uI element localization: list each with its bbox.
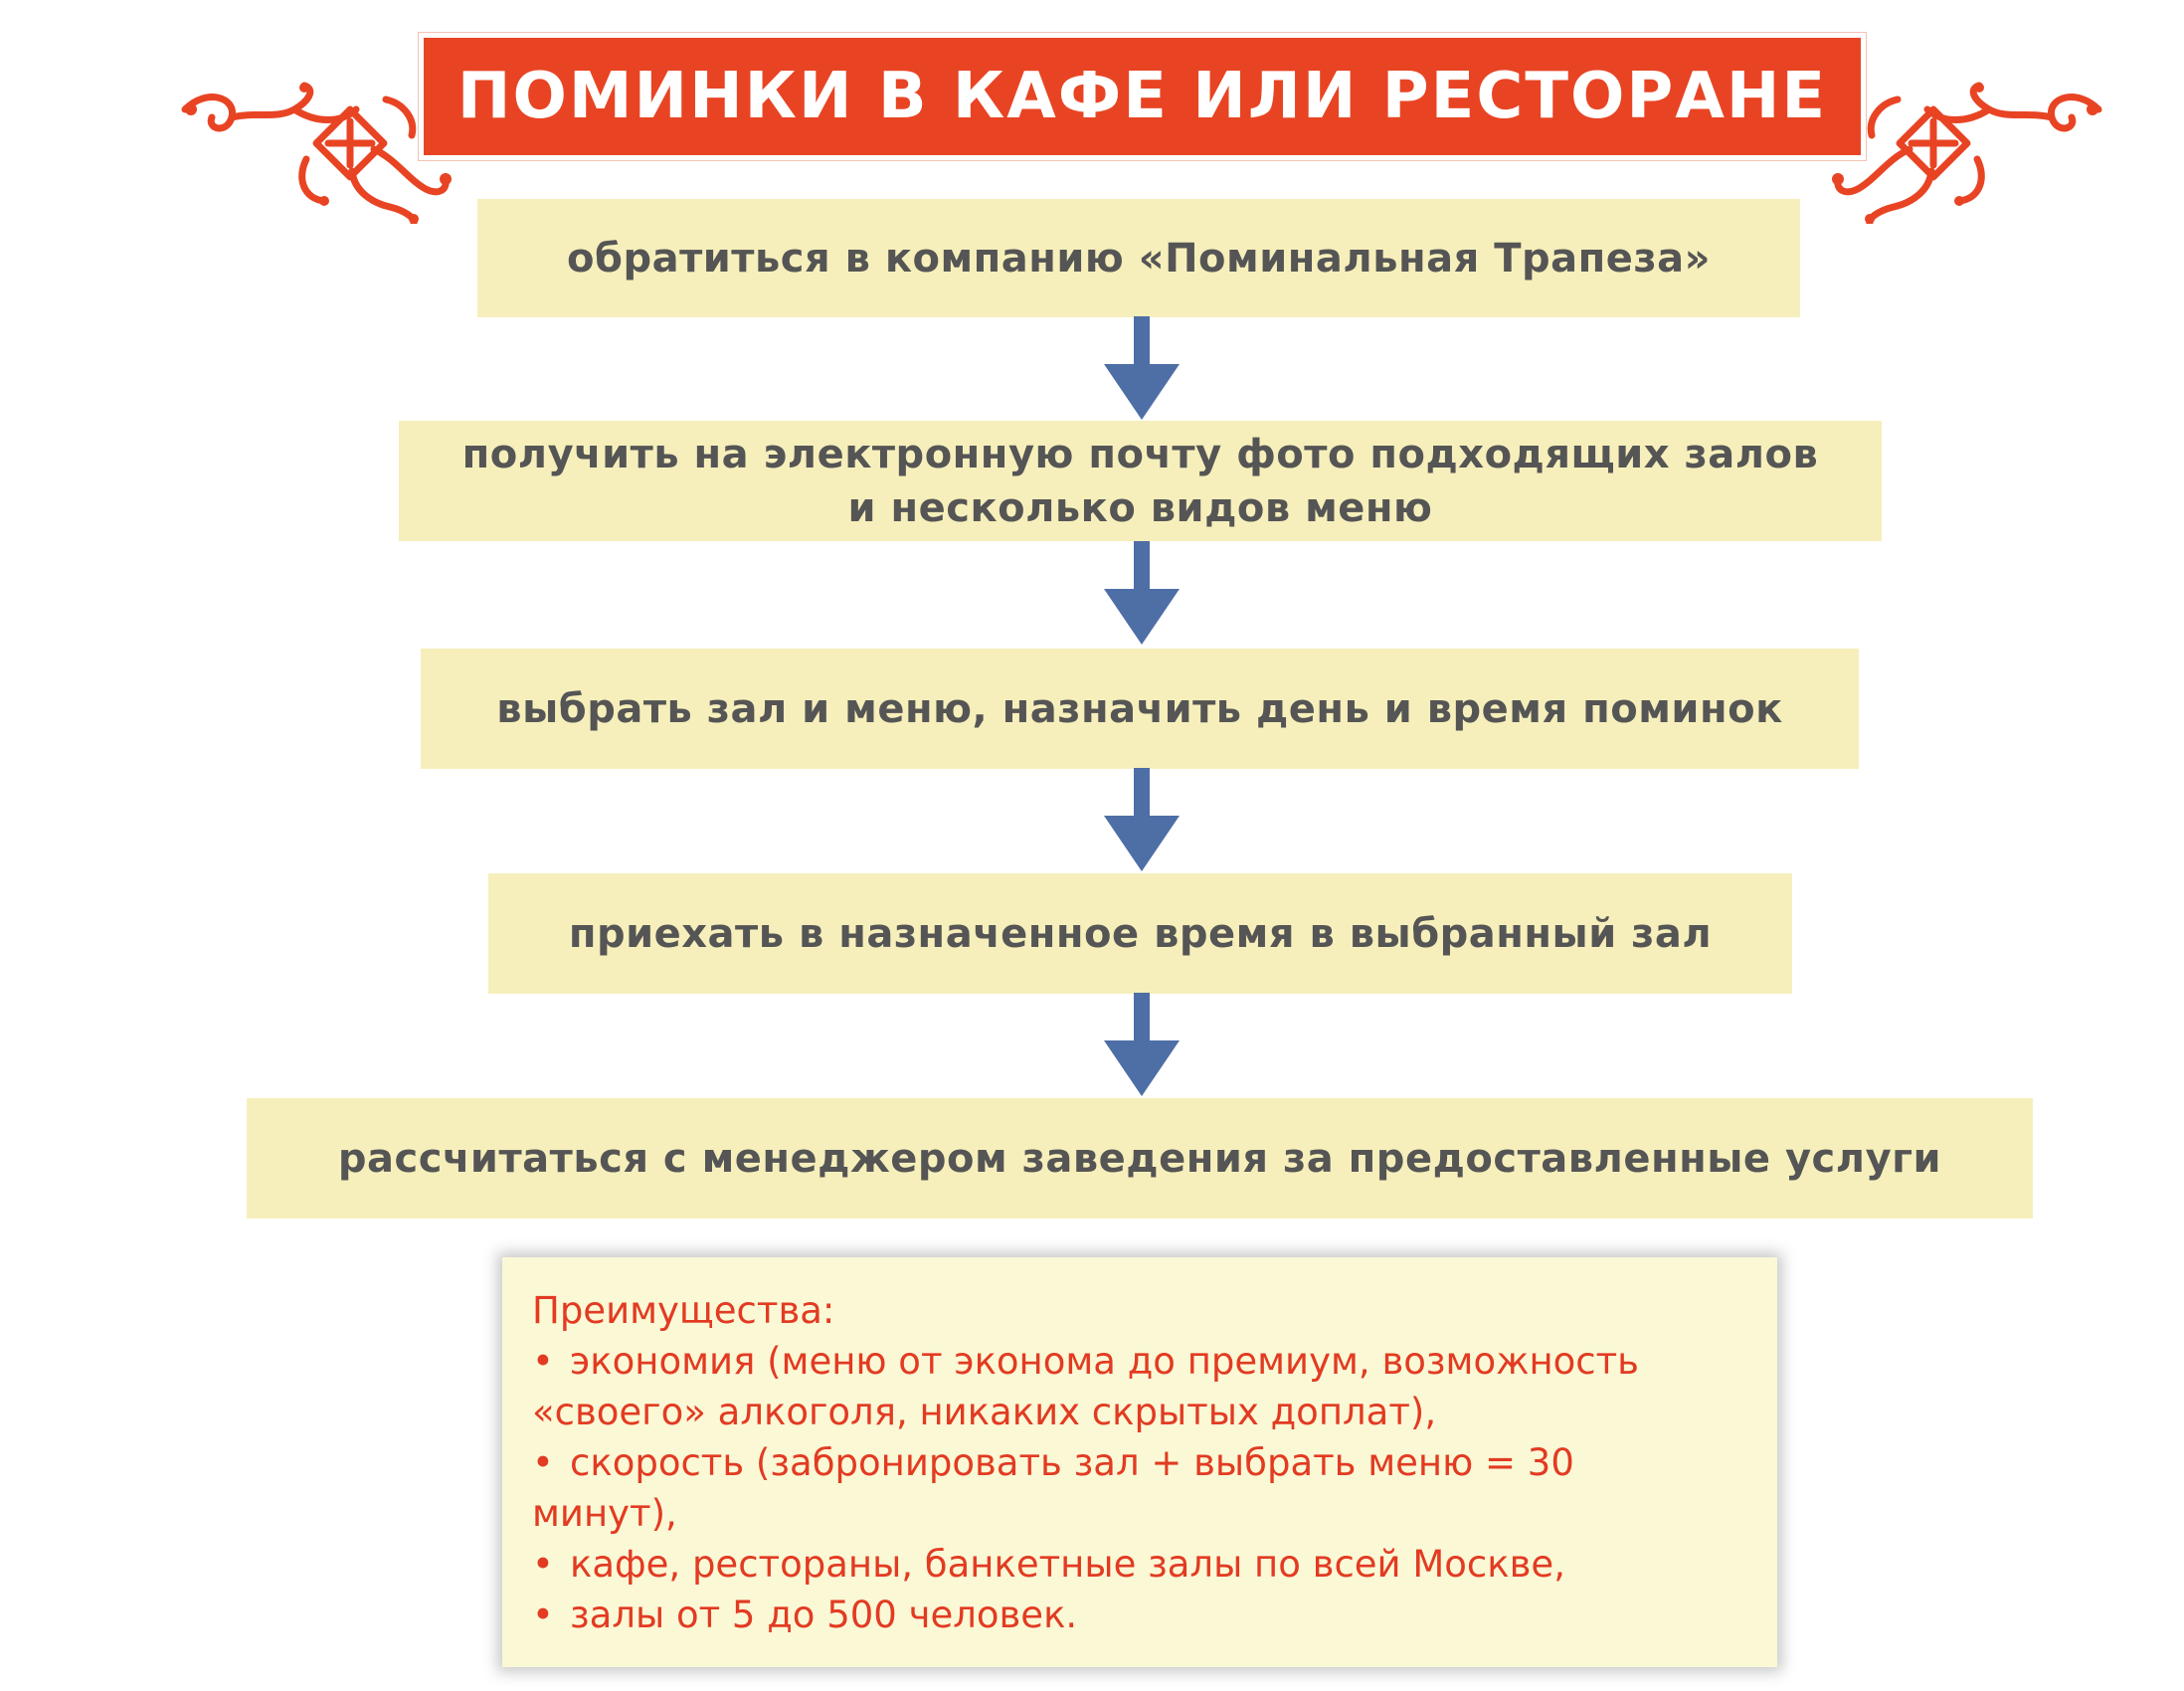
advantage-line-3: • скорость (забронировать зал + выбрать м… <box>532 1437 1747 1488</box>
advantage-line-1: • экономия (меню от эконома до премиум, в… <box>532 1336 1747 1387</box>
step-box-3: выбрать зал и меню, назначить день и вре… <box>421 649 1859 769</box>
step-box-2: получить на электронную почту фото подхо… <box>399 421 1882 541</box>
advantage-text-1: экономия (меню от эконома до премиум, во… <box>570 1340 1639 1383</box>
page-title: ПОМИНКИ В КАФЕ ИЛИ РЕСТОРАНЕ <box>456 60 1828 133</box>
bullet-icon: • <box>532 1441 554 1484</box>
step-box-4: приехать в назначенное время в выбранный… <box>488 873 1792 994</box>
advantage-line-4: минут), <box>532 1488 1747 1539</box>
advantages-box: Преимущества: • экономия (меню от эконома… <box>502 1257 1777 1667</box>
left-ornament-icon <box>181 82 452 224</box>
advantage-text-6: залы от 5 до 500 человек. <box>570 1594 1078 1636</box>
advantage-text-2: «своего» алкоголя, никаких скрытых допла… <box>532 1391 1437 1433</box>
step-box-1: обратиться в компанию «Поминальная Трапе… <box>477 199 1800 317</box>
step-text-3: выбрать зал и меню, назначить день и вре… <box>496 685 1783 732</box>
step-text-1: обратиться в компанию «Поминальная Трапе… <box>567 235 1711 282</box>
advantage-line-5: • кафе, рестораны, банкетные залы по всей… <box>532 1539 1747 1590</box>
advantage-text-4: минут), <box>532 1492 677 1535</box>
step-text-5: рассчитаться с менеджером заведения за п… <box>337 1135 1942 1182</box>
step-text-4: приехать в назначенное время в выбранный… <box>568 910 1713 957</box>
title-banner: ПОМИНКИ В КАФЕ ИЛИ РЕСТОРАНЕ <box>419 33 1866 160</box>
arrow-down-icon <box>1104 768 1180 871</box>
arrow-down-icon <box>1104 541 1180 645</box>
right-ornament-icon <box>1832 82 2102 224</box>
advantages-title: Преимущества: <box>532 1289 835 1332</box>
advantage-line-2: «своего» алкоголя, никаких скрытых допла… <box>532 1387 1747 1437</box>
arrow-down-icon <box>1104 316 1180 420</box>
bullet-icon: • <box>532 1543 554 1586</box>
step-text-2: получить на электронную почту фото подхо… <box>461 431 1819 531</box>
step-box-5: рассчитаться с менеджером заведения за п… <box>247 1098 2033 1219</box>
advantage-text-5: кафе, рестораны, банкетные залы по всей … <box>570 1543 1565 1586</box>
advantage-text-3: скорость (забронировать зал + выбрать ме… <box>570 1441 1574 1484</box>
advantage-line-6: • залы от 5 до 500 человек. <box>532 1590 1747 1640</box>
bullet-icon: • <box>532 1340 554 1383</box>
arrow-down-icon <box>1104 993 1180 1096</box>
bullet-icon: • <box>532 1594 554 1636</box>
